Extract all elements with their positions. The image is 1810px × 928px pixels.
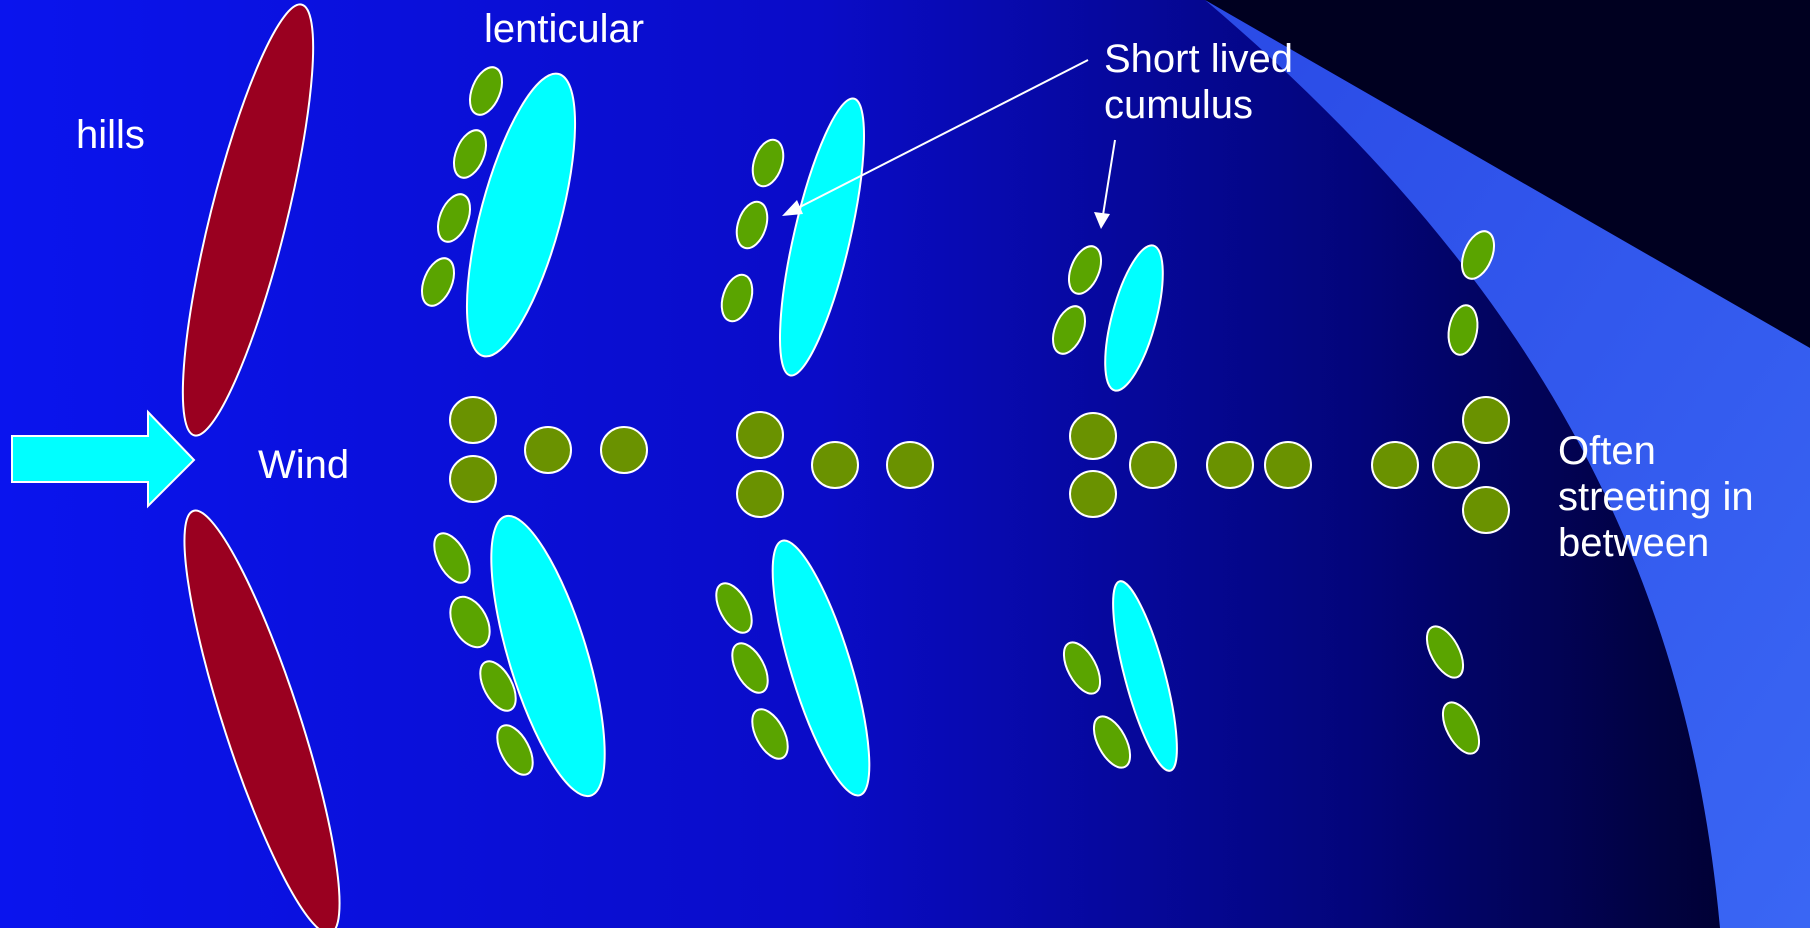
label-line: between: [1558, 520, 1754, 566]
label-line: Often: [1558, 428, 1754, 474]
cumulus-cloud: [737, 471, 783, 517]
cumulus-cloud: [1130, 442, 1176, 488]
cumulus-cloud: [812, 442, 858, 488]
label-line: streeting in: [1558, 474, 1754, 520]
cumulus-cloud: [450, 456, 496, 502]
label-line: Short lived: [1104, 36, 1293, 82]
cumulus-cloud: [1070, 471, 1116, 517]
cumulus-cloud: [450, 397, 496, 443]
cumulus-cloud: [887, 442, 933, 488]
cumulus-cloud: [1463, 487, 1509, 533]
label-wind: Wind: [258, 442, 349, 488]
cumulus-cloud: [1372, 442, 1418, 488]
cumulus-cloud: [1070, 413, 1116, 459]
cumulus-cloud: [1207, 442, 1253, 488]
label-often-streeting: Often streeting in between: [1558, 428, 1754, 566]
cumulus-cloud: [601, 427, 647, 473]
label-lenticular: lenticular: [484, 6, 644, 52]
cumulus-cloud: [1433, 442, 1479, 488]
label-short-lived-cumulus: Short lived cumulus: [1104, 36, 1293, 128]
cumulus-cloud: [525, 427, 571, 473]
cumulus-cloud: [1265, 442, 1311, 488]
label-hills: hills: [76, 112, 145, 158]
cumulus-cloud: [1463, 397, 1509, 443]
cumulus-cloud: [737, 412, 783, 458]
label-line: cumulus: [1104, 82, 1293, 128]
